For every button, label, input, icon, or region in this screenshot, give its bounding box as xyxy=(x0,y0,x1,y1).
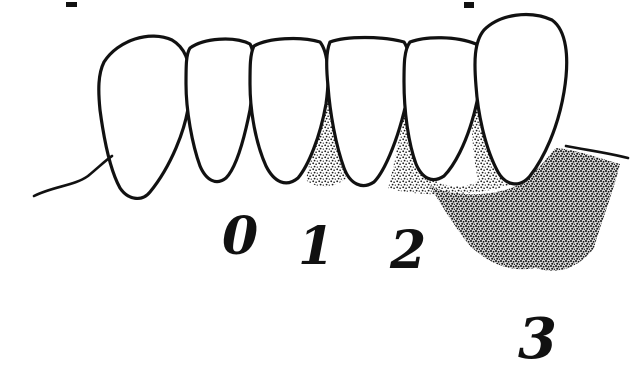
tooth-2 xyxy=(186,39,254,182)
tooth-5 xyxy=(404,38,481,180)
score-label-1: 1 xyxy=(298,216,334,277)
score-label-0: 0 xyxy=(222,206,258,267)
gum-line-left xyxy=(34,156,112,196)
top-mark-right xyxy=(464,2,474,8)
tooth-1 xyxy=(99,36,191,198)
score-label-2: 2 xyxy=(389,220,426,281)
score-label-3: 3 xyxy=(518,306,557,369)
top-mark-left xyxy=(66,2,77,7)
